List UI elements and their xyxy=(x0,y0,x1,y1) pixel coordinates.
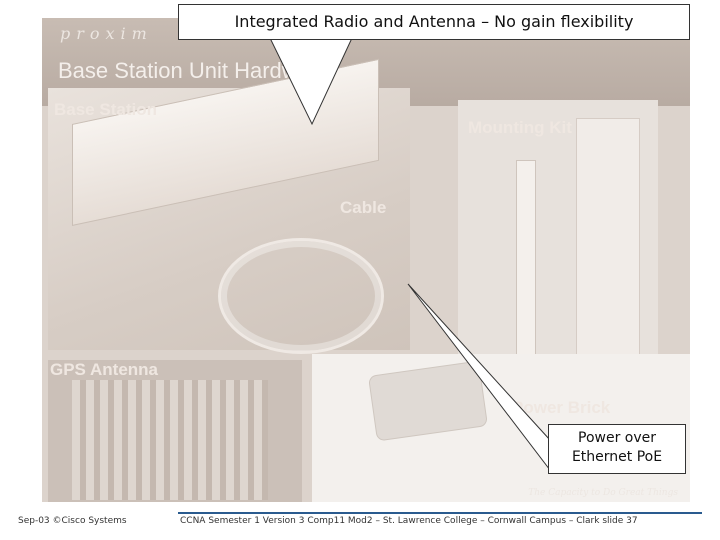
label-gps-antenna: GPS Antenna xyxy=(50,360,158,379)
label-base-station: Base Station xyxy=(54,100,157,119)
side-callout-pointer xyxy=(407,283,551,472)
callout-integrated-radio: Integrated Radio and Antenna – No gain f… xyxy=(178,4,690,40)
cable-image xyxy=(218,238,384,354)
callout-power-over-ethernet: Power over Ethernet PoE xyxy=(548,424,686,474)
label-mounting-kit: Mounting Kit xyxy=(468,118,572,137)
footer-left-text: Sep-03 ©Cisco Systems xyxy=(18,516,127,526)
label-power-brick: Power Brick xyxy=(512,398,611,417)
gps-antenna-photo xyxy=(48,360,302,502)
mounting-kit-photo xyxy=(458,100,658,362)
callout-side-line-2: Ethernet PoE xyxy=(571,449,663,465)
footer-rule xyxy=(178,512,702,514)
base-station-photo xyxy=(48,58,410,354)
label-cable: Cable xyxy=(340,198,387,217)
footer-right-text: CCNA Semester 1 Version 3 Comp11 Mod2 – … xyxy=(180,516,638,526)
gps-antenna-image xyxy=(72,380,268,500)
top-callout-pointer xyxy=(269,37,353,126)
proxim-tagline: The Capacity to Do Great Things xyxy=(528,488,678,498)
callout-side-line-1: Power over xyxy=(578,430,656,446)
proxim-logo: proxim xyxy=(60,24,153,43)
mounting-panel-image xyxy=(576,118,640,356)
